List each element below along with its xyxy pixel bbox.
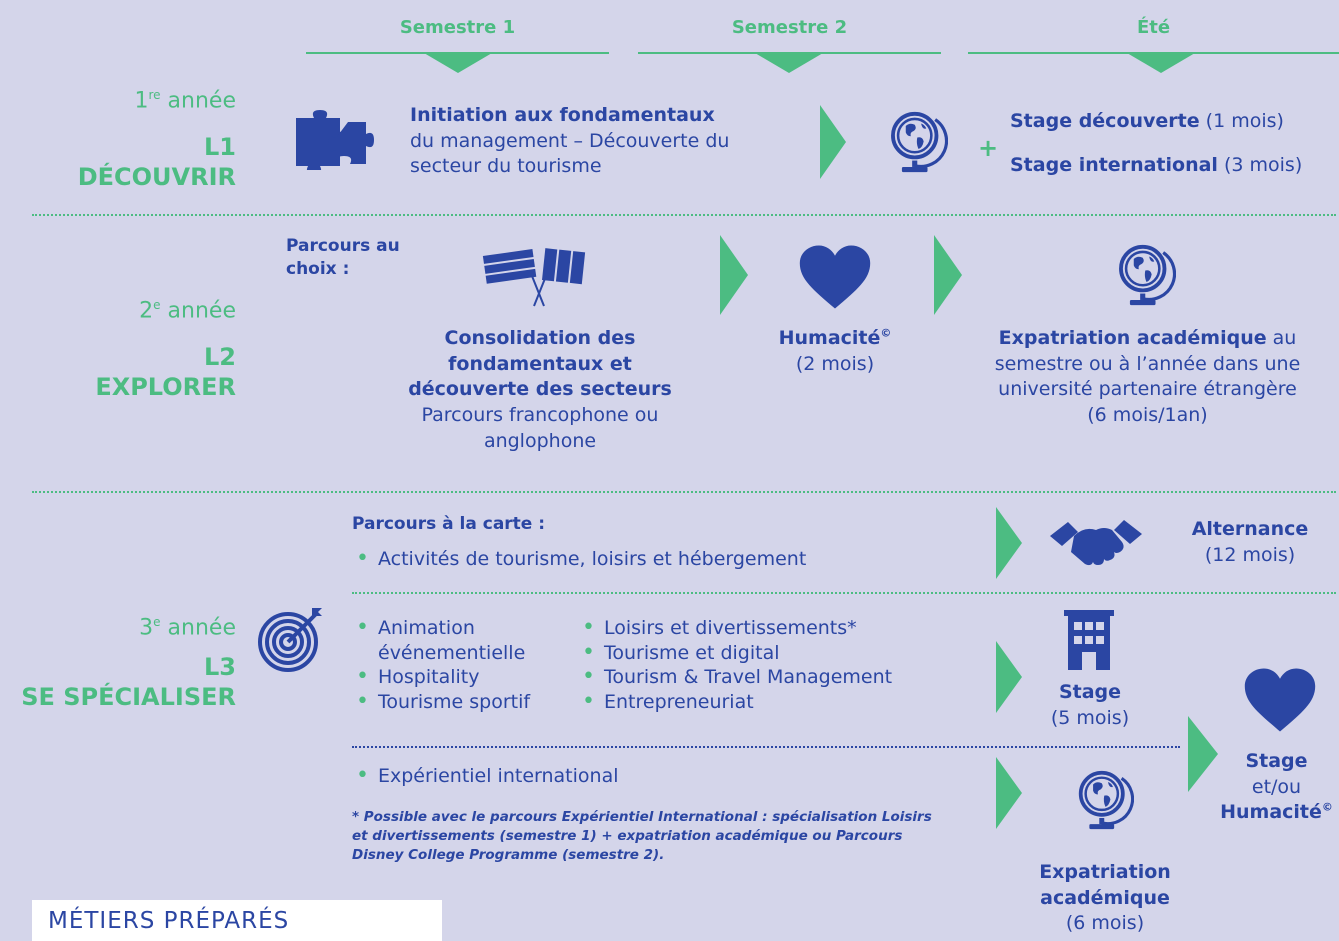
list-item: Expérientiel international (356, 764, 916, 789)
l1-name: DÉCOUVRIR (77, 163, 236, 191)
l3-name: SE SPÉCIALISER (21, 683, 236, 711)
l3-arrow-expat (996, 757, 1022, 829)
l2-parcours-label: Parcours au choix : (286, 236, 400, 279)
list-item: Activités de tourisme, loisirs et héberg… (356, 547, 916, 572)
target-icon (258, 608, 322, 672)
l2-expatriation: Expatriation académique au semestre ou à… (994, 327, 1301, 426)
l3-list-bottom: Expérientiel international (356, 764, 916, 789)
plus-sign: + (978, 134, 999, 162)
l1-semester1-text: Initiation aux fondamentaux du managemen… (410, 103, 790, 180)
l3-final: Stage et/ou Humacité© (1220, 750, 1333, 824)
l1-arrow (820, 105, 846, 179)
list-item: Animation événementielle (356, 616, 548, 665)
l3-list-top: Activités de tourisme, loisirs et héberg… (356, 547, 916, 572)
l3-arrow-final (1188, 716, 1218, 792)
l3-arrow-stage (996, 641, 1022, 713)
heart-icon (797, 244, 873, 310)
divider-l2-l3 (32, 491, 1336, 493)
list-item: Entrepreneuriat (582, 690, 962, 715)
l2-humacite: Humacité© (2 mois) (778, 326, 892, 375)
l2-year: 2e année (139, 298, 236, 324)
list-item: Tourisme et digital (582, 641, 962, 666)
l1-code: L1 (204, 133, 236, 161)
list-item: Tourisme sportif (356, 690, 556, 715)
l3-list-left: Animation événementielle Hospitality Tou… (356, 616, 556, 715)
globe-icon (884, 106, 948, 178)
l3-stage: Stage (5 mois) (1050, 681, 1130, 729)
divider-l3-inner-2 (352, 746, 1180, 748)
metiers-prepares-banner: MÉTIERS PRÉPARÉS (32, 900, 442, 941)
l1-stage-international: Stage international (3 mois) (1010, 154, 1303, 176)
heart-icon (1242, 667, 1318, 733)
l3-expatriation: Expatriation académique (6 mois) (1039, 861, 1171, 935)
l1-semester1-title: Initiation aux fondamentaux (410, 104, 715, 126)
divider-l3-inner-1 (352, 592, 1336, 594)
l2-code: L2 (204, 343, 236, 371)
l2-arrow-1 (720, 235, 748, 315)
header-semestre-1: Semestre 1 (399, 17, 516, 38)
l3-level: L3 SE SPÉCIALISER (0, 652, 236, 712)
header-ete: Été (1136, 17, 1171, 38)
l3-code: L3 (204, 653, 236, 681)
list-item: Tourism & Travel Management (582, 665, 962, 690)
globe-icon (1112, 238, 1176, 312)
globe-icon (1072, 765, 1134, 835)
handshake-icon (1050, 520, 1142, 566)
list-item: Loisirs et divertissements* (582, 616, 962, 641)
l2-consolidation-title: Consolidation des fondamentaux et découv… (408, 327, 672, 401)
l2-name: EXPLORER (95, 373, 236, 401)
header-semestre-2: Semestre 2 (731, 17, 848, 38)
building-icon (1064, 610, 1114, 670)
l3-arrow-alternance (996, 507, 1022, 579)
l2-arrow-2 (934, 235, 962, 315)
metiers-prepares-title: MÉTIERS PRÉPARÉS (48, 908, 290, 934)
l3-carte-label: Parcours à la carte : (352, 514, 546, 534)
l1-semester1-desc: du management – Découverte du secteur du… (410, 129, 730, 178)
l1-level: L1 DÉCOUVRIR (10, 132, 236, 192)
l1-year: 1re année (134, 88, 237, 114)
l2-consolidation: Consolidation des fondamentaux et découv… (370, 326, 710, 454)
puzzle-icon (296, 110, 374, 170)
l1-stage-decouverte: Stage découverte (1 mois) (1010, 110, 1284, 132)
list-item: Hospitality (356, 665, 556, 690)
l3-alternance: Alternance (12 mois) (1191, 518, 1309, 566)
flags-icon (482, 248, 586, 307)
divider-l1-l2 (32, 214, 1336, 216)
l3-footnote: * Possible avec le parcours Expérientiel… (352, 809, 932, 863)
l3-list-right: Loisirs et divertissements* Tourisme et … (582, 616, 962, 715)
l2-level: L2 EXPLORER (10, 342, 236, 402)
l2-consolidation-desc: Parcours francophone ou anglophone (421, 403, 659, 452)
l3-year: 3e année (139, 615, 236, 641)
